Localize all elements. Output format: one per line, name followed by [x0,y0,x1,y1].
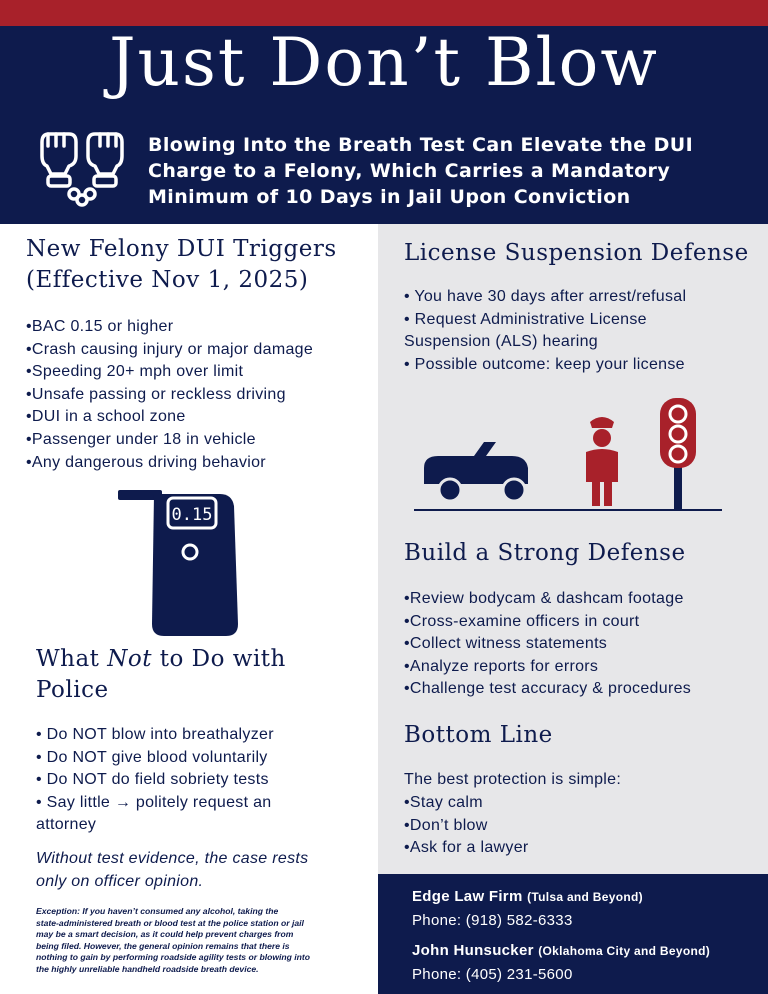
list-item: Do NOT blow into breathalyzer [46,726,274,743]
police-officer-icon [586,417,618,506]
contact-footer: Edge Law Firm (Tulsa and Beyond) Phone: … [378,874,768,994]
handcuffed-fists-icon [40,132,124,207]
bottom-line-heading: Bottom Line [404,722,553,748]
traffic-light-icon [660,398,696,510]
list-item: Any dangerous driving behavior [26,452,313,475]
header-banner [0,26,768,224]
list-item: BAC 0.15 or higher [26,316,313,339]
triggers-heading: New Felony DUI Triggers (Effective Nov 1… [26,236,337,293]
not-to-do-heading: What Not to Do with Police [36,646,286,703]
list-item: Speeding 20+ mph over limit [26,361,313,384]
list-item: Passenger under 18 in vehicle [26,429,313,452]
defense-heading: Build a Strong Defense [404,540,686,566]
list-item: attorney [36,816,97,834]
list-item: Suspension (ALS) hearing [404,333,598,351]
firm-name: Edge Law Firm (Tulsa and Beyond) [412,888,643,905]
bottom-line-list: Stay calm Don’t blow Ask for a lawyer [404,792,529,860]
list-item: Analyze reports for errors [404,656,691,679]
list-item: Don’t blow [404,815,529,838]
firm-phone[interactable]: Phone: (405) 231-5600 [412,966,573,983]
top-red-band [0,0,768,26]
list-item: Review bodycam & dashcam footage [404,588,691,611]
list-item: Say little → politely request an [46,793,272,811]
firm-name: John Hunsucker (Oklahoma City and Beyond… [412,942,711,959]
defense-list: Review bodycam & dashcam footage Cross-e… [404,588,691,701]
license-list: • You have 30 days after arrest/refusal … [404,286,686,376]
firm-phone[interactable]: Phone: (918) 582-6333 [412,912,573,929]
list-item: Crash causing injury or major damage [26,339,313,362]
license-heading: License Suspension Defense [404,240,749,266]
list-item: DUI in a school zone [26,406,313,429]
list-item: Do NOT give blood voluntarily [46,748,268,766]
list-item: Challenge test accuracy & procedures [404,678,691,701]
car-icon [424,442,528,503]
evidence-note: Without test evidence, the case rests on… [36,850,309,890]
list-item: Do NOT do field sobriety tests [46,771,269,789]
triggers-list: BAC 0.15 or higher Crash causing injury … [26,316,313,474]
header-subtitle: Blowing Into the Breath Test Can Elevate… [148,134,694,208]
list-item: Ask for a lawyer [404,837,529,860]
not-to-do-list: • Do NOT blow into breathalyzer • Do NOT… [36,724,356,837]
list-item: • Request Administrative License [404,310,647,328]
breathalyzer-display: 0.15 [172,505,213,525]
page-title: Just Don’t Blow [109,24,659,101]
traffic-scene-illustration [414,398,722,511]
list-item: Stay calm [404,792,529,815]
exception-note: Exception: If you haven’t consumed any a… [36,906,311,974]
list-item: Collect witness statements [404,633,691,656]
list-item: • You have 30 days after arrest/refusal [404,288,687,305]
list-item: Cross-examine officers in court [404,611,691,634]
breathalyzer-icon: 0.15 [118,490,238,636]
list-item: Unsafe passing or reckless driving [26,384,313,407]
bottom-line-intro: The best protection is simple: [404,771,622,788]
list-item: • Possible outcome: keep your license [404,355,685,373]
